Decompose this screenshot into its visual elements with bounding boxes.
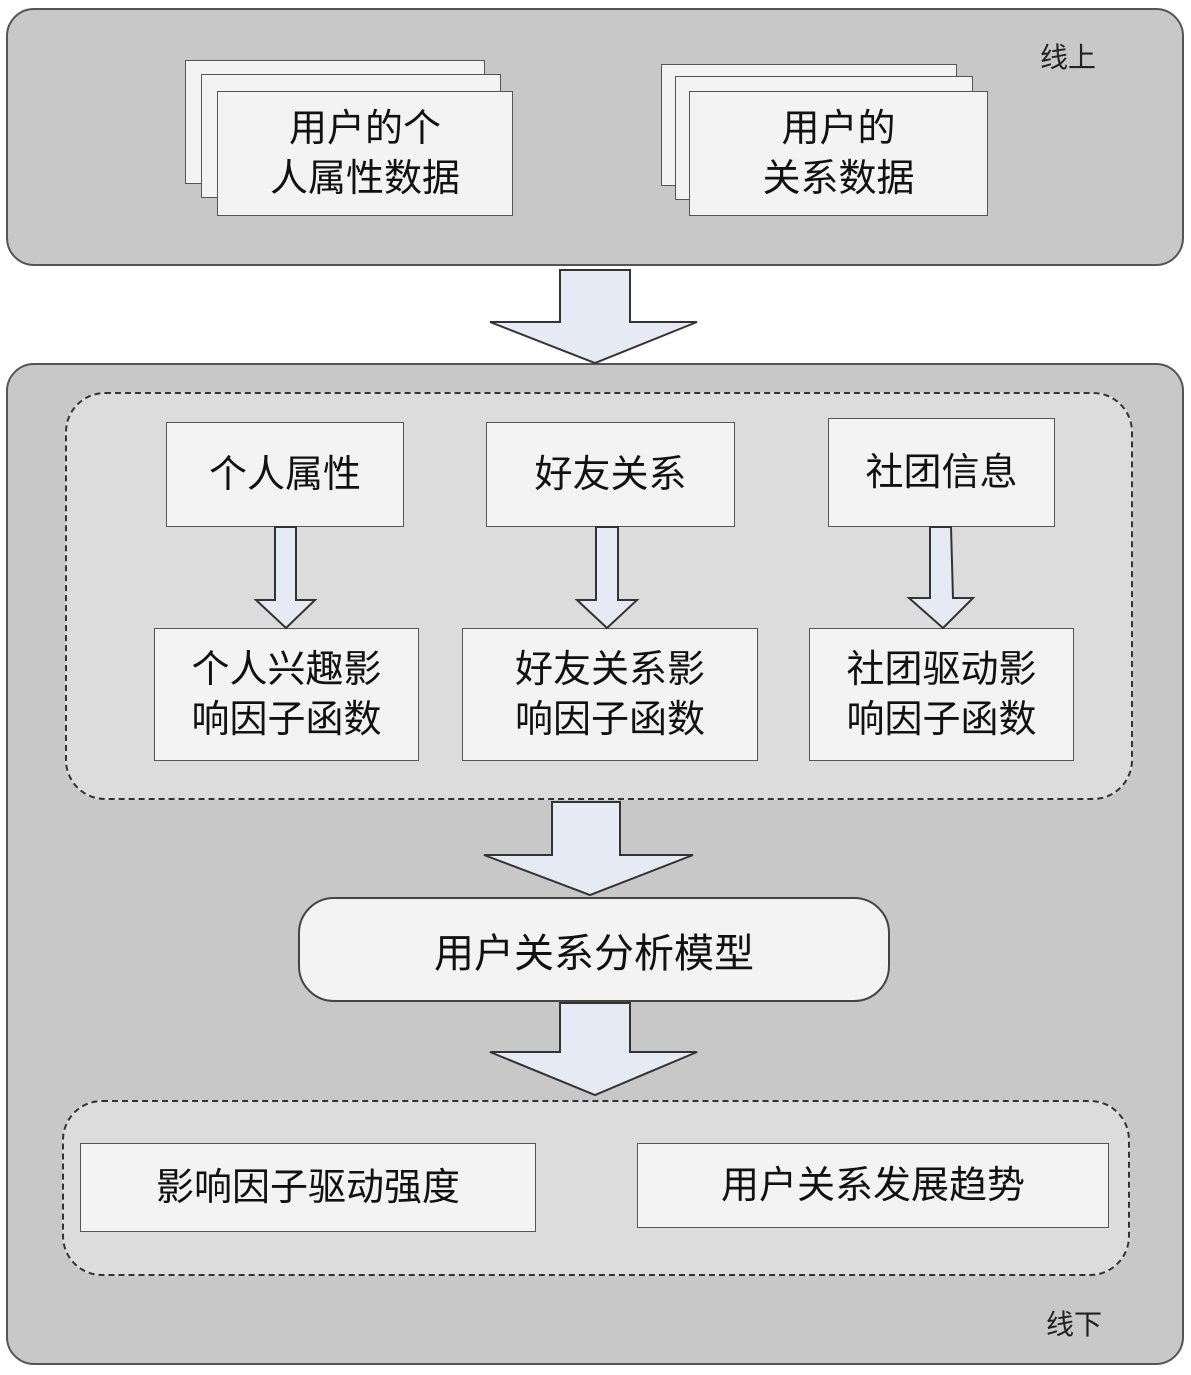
- arrow-personal-attribute-down: [256, 527, 315, 628]
- arrow-factors-to-model: [484, 802, 693, 895]
- arrow-friend-relation-down: [577, 527, 637, 628]
- arrow-online-to-offline: [490, 270, 697, 363]
- arrow-model-to-outputs: [490, 1003, 697, 1095]
- arrow-community-info-down: [909, 527, 973, 628]
